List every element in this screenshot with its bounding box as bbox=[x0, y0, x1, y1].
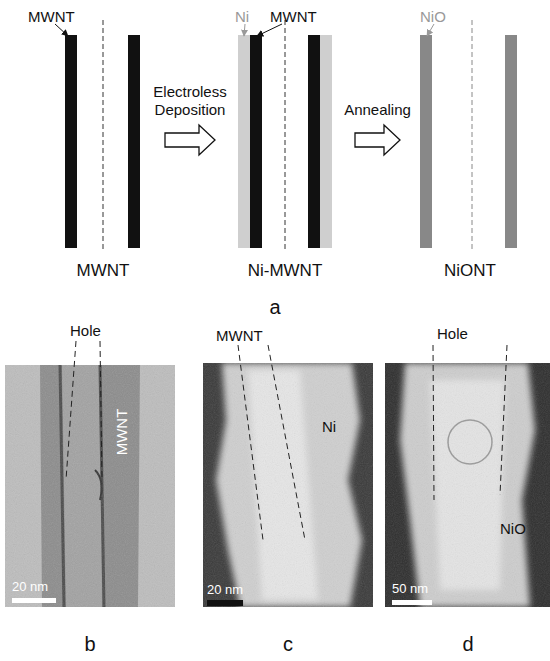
callout-label: Ni bbox=[235, 8, 249, 26]
niont-stage: NiO NiONT bbox=[400, 5, 545, 285]
ni-mwnt-stage: Ni MWNT Ni-MWNT bbox=[215, 5, 355, 285]
callout-label: MWNT bbox=[270, 8, 317, 26]
nio-label: NiO bbox=[500, 520, 526, 538]
process-arrow bbox=[355, 125, 400, 155]
ni-mwnt-schematic bbox=[238, 20, 332, 250]
arrow-label: Annealing bbox=[330, 101, 426, 119]
panel-letter: b bbox=[85, 632, 96, 656]
scale-bar-label: 50 nm bbox=[392, 580, 428, 597]
mwnt-stage: MWNT MWNT bbox=[25, 5, 165, 285]
mwnt-label: MWNT bbox=[113, 409, 131, 456]
niont-schematic bbox=[420, 20, 517, 250]
scale-bar-label: 20 nm bbox=[12, 578, 48, 595]
panel-letter: a bbox=[270, 295, 281, 319]
mwnt-schematic bbox=[55, 20, 140, 250]
process-arrow bbox=[165, 125, 215, 155]
stage-caption: NiONT bbox=[415, 262, 525, 280]
stage-caption: MWNT bbox=[48, 262, 158, 280]
callout-label: NiO bbox=[420, 8, 446, 26]
arrow-label: Electroless Deposition bbox=[142, 83, 238, 119]
panel-letter: d bbox=[463, 632, 474, 656]
ni-label: Ni bbox=[322, 418, 336, 436]
hole-label: Hole bbox=[437, 325, 468, 343]
panel-letter: c bbox=[283, 632, 293, 656]
callout-label: MWNT bbox=[28, 8, 75, 26]
stem-image-c bbox=[203, 363, 373, 607]
mwnt-label: MWNT bbox=[216, 327, 263, 345]
stage-caption: Ni-MWNT bbox=[230, 262, 340, 280]
tem-image-b bbox=[5, 365, 175, 607]
hole-label: Hole bbox=[70, 322, 101, 340]
stem-image-d bbox=[385, 363, 550, 607]
scale-bar-label: 20 nm bbox=[207, 581, 243, 598]
